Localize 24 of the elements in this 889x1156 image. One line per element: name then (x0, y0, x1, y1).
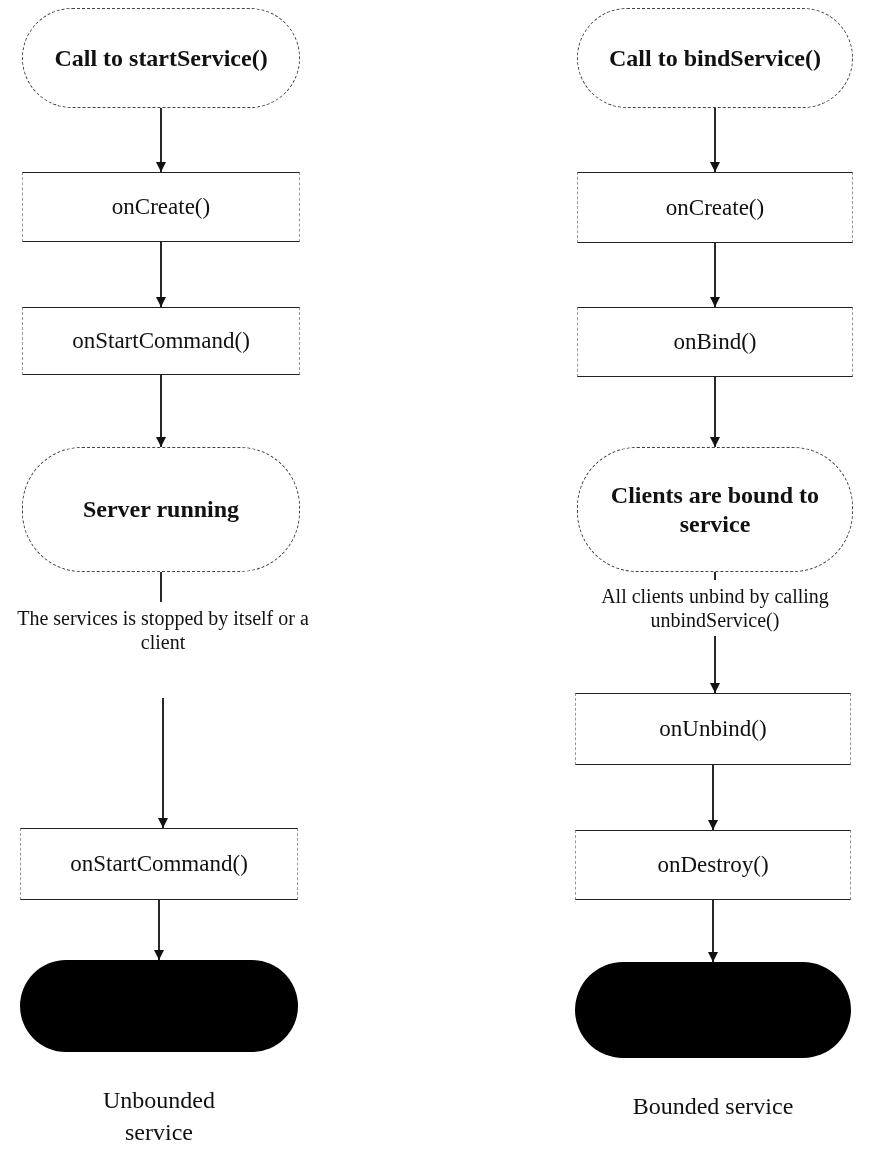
connector-line (160, 571, 162, 603)
process-box: onBind() (577, 307, 853, 377)
arrow (710, 376, 720, 448)
start-terminal: Clients are bound to service (577, 447, 853, 572)
arrow (710, 107, 720, 173)
arrow (710, 242, 720, 308)
process-box: onStartCommand() (22, 307, 300, 375)
arrow (156, 374, 166, 448)
start-terminal: Server running (22, 447, 300, 572)
arrow (708, 764, 718, 831)
connector-line (714, 571, 716, 581)
process-box: onCreate() (577, 172, 853, 243)
process-box: onStartCommand() (20, 828, 298, 900)
arrow (156, 107, 166, 173)
arrow (710, 635, 720, 694)
process-box: onCreate() (22, 172, 300, 242)
process-box: onDestroy() (575, 830, 851, 900)
arrow (708, 899, 718, 963)
arrow (154, 899, 164, 961)
arrow (158, 697, 168, 829)
column-caption: Bounded service (631, 1092, 795, 1121)
column-caption: Unbounded service (102, 1086, 216, 1148)
arrow (156, 241, 166, 308)
process-box: onUnbind() (575, 693, 851, 765)
